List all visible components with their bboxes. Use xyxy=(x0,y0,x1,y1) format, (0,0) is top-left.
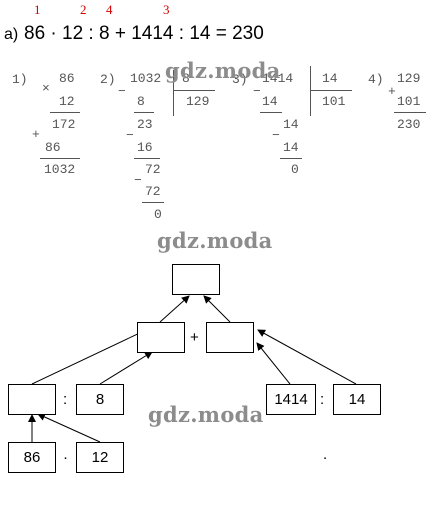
diagram-mid-right-box xyxy=(206,322,254,353)
step2-line-2 xyxy=(134,158,160,159)
step3-line-1 xyxy=(260,112,282,113)
arrow-midright-to-top xyxy=(203,295,231,323)
diagram-box-1414: 1414 xyxy=(266,384,316,415)
step1-partial-1: 172 xyxy=(52,117,76,132)
step3-row-2: 14 xyxy=(283,117,299,132)
step3-row-3: 14 xyxy=(283,140,299,155)
step4-line xyxy=(394,112,426,113)
step3-divider-vertical xyxy=(310,66,311,116)
step2-row-3: 16 xyxy=(137,140,153,155)
step2-row-5: 72 xyxy=(145,184,161,199)
step3-row-1: 14 xyxy=(262,94,278,109)
step3-divisor: 14 xyxy=(322,71,338,86)
step2-row-1: 8 xyxy=(137,94,145,109)
step3-line-2 xyxy=(280,158,302,159)
step3-minus-1: − xyxy=(253,84,261,99)
diagram-plus-sign: + xyxy=(190,329,199,346)
step3-divider-horizontal xyxy=(310,90,352,91)
step3-dividend: 1414 xyxy=(262,71,294,86)
step2-dividend: 1032 xyxy=(130,71,162,86)
step4-addend-a: 129 xyxy=(397,71,421,86)
order-number-4: 4 xyxy=(106,2,113,17)
diagram-box-8: 8 xyxy=(76,384,124,415)
step4-label: 4) xyxy=(368,72,384,87)
step1-multiply-sign: × xyxy=(42,81,50,96)
watermark-top: gdz.moda xyxy=(165,58,281,83)
diagram-box-86: 86 xyxy=(8,442,56,473)
step1-label: 1) xyxy=(12,72,28,87)
arrow-left-to-midleft xyxy=(31,329,147,385)
step2-divisor: 8 xyxy=(182,71,190,86)
arrow-14-to-midright xyxy=(257,329,357,385)
step1-line-1 xyxy=(50,112,80,113)
step2-minus-1: − xyxy=(118,84,126,99)
watermark-middle: gdz.moda xyxy=(157,228,273,253)
order-number-3: 3 xyxy=(163,2,170,17)
step1-factor-a: 86 xyxy=(59,71,75,86)
arrow-1414-to-midright xyxy=(256,342,291,385)
step3-label: 3) xyxy=(232,72,248,87)
expression-label: а) xyxy=(4,26,19,43)
expression: 86 · 12 : 8 + 1414 : 14 = 230 xyxy=(24,23,264,44)
step2-minus-2: − xyxy=(126,128,134,143)
step2-row-6: 0 xyxy=(154,207,162,222)
step2-quotient: 129 xyxy=(186,94,210,109)
step1-result: 1032 xyxy=(44,162,76,177)
diagram-box-12: 12 xyxy=(76,442,124,473)
step1-factor-b: 12 xyxy=(59,94,75,109)
step2-line-3 xyxy=(142,202,164,203)
step2-line-1 xyxy=(134,112,154,113)
order-number-2: 2 xyxy=(80,2,87,17)
step1-partial-2: 86 xyxy=(45,140,61,155)
step3-row-4: 0 xyxy=(291,162,299,177)
step2-row-4: 72 xyxy=(145,162,161,177)
arrow-8-to-midleft xyxy=(99,351,153,385)
step1-partial-sign: + xyxy=(32,127,40,142)
arrow-midleft-to-top xyxy=(159,295,190,323)
step2-label: 2) xyxy=(100,72,116,87)
arrow-12-to-left xyxy=(37,413,101,443)
step3-quotient: 101 xyxy=(322,94,346,109)
step1-line-2 xyxy=(40,158,80,159)
diagram-stray-dot: . xyxy=(323,446,328,463)
step2-divider-vertical xyxy=(173,70,174,116)
step2-row-2: 23 xyxy=(137,117,153,132)
step4-addend-b: 101 xyxy=(397,94,421,109)
diagram-top-box xyxy=(172,264,220,295)
watermark-bottom: gdz.moda xyxy=(148,402,264,427)
step3-minus-2: − xyxy=(272,128,280,143)
diagram-left-empty-box xyxy=(8,384,56,415)
step4-result: 230 xyxy=(397,117,421,132)
step2-minus-3: − xyxy=(134,173,142,188)
diagram-divide-sign-right: : xyxy=(320,391,325,408)
order-number-1: 1 xyxy=(34,2,41,17)
diagram-mid-left-box xyxy=(137,322,185,353)
diagram-box-14: 14 xyxy=(333,384,381,415)
diagram-divide-sign-left: : xyxy=(63,391,68,408)
diagram-multiply-sign: · xyxy=(63,449,68,466)
step2-divider-horizontal xyxy=(173,90,215,91)
step4-plus-sign: + xyxy=(388,84,396,99)
